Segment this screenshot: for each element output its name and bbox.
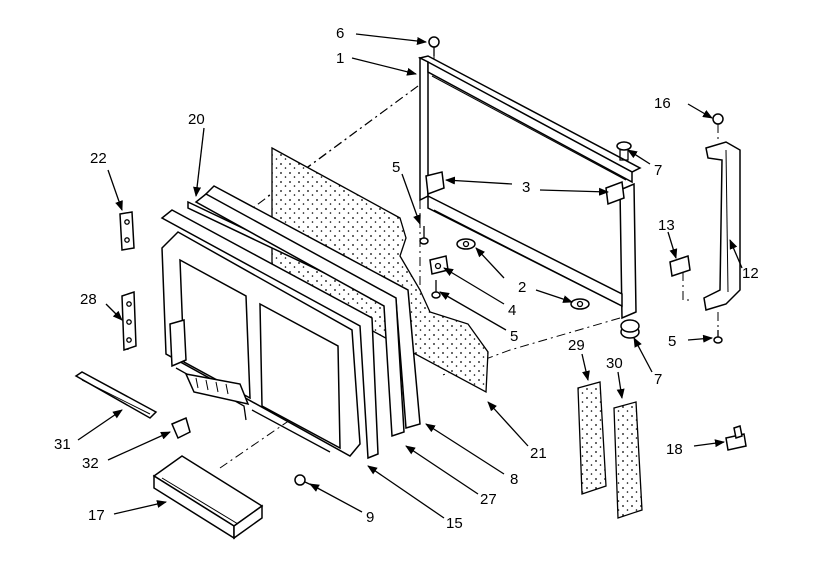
callout-32: 32 [82,455,99,472]
callout-labels: 1 2 3 4 5 5 5 6 7 7 8 9 12 13 15 16 17 1… [54,25,759,532]
callout-8: 8 [510,471,518,488]
plug-part-18 [725,425,747,451]
foam-block-part-29 [577,381,607,495]
screw-part-6 [428,36,440,56]
callout-7a: 7 [654,162,662,179]
callout-28: 28 [80,291,97,308]
callout-12: 12 [742,265,759,282]
callout-20: 20 [188,111,205,128]
handle-part-12 [703,141,741,311]
door-frames [160,185,421,460]
callout-6: 6 [336,25,344,42]
screw-part-16 [712,113,724,125]
callout-5a: 5 [392,159,400,176]
callout-15: 15 [446,515,463,532]
callout-7b: 7 [654,371,662,388]
callout-9: 9 [366,509,374,526]
callout-22: 22 [90,150,107,167]
callout-1: 1 [336,50,344,67]
clip-part-13 [669,255,691,277]
frame-part-1 [417,55,642,320]
pads-part-2 [456,238,590,310]
callout-16: 16 [654,95,671,112]
callout-13: 13 [658,217,675,234]
callout-31: 31 [54,436,71,453]
callout-5c: 5 [668,333,676,350]
bracket-part-4 [429,255,449,275]
callout-18: 18 [666,441,683,458]
callout-2: 2 [518,279,526,296]
bracket-part-28 [121,290,137,352]
leader-lines [77,33,743,519]
bracket-part-22 [119,211,135,251]
bin-part-17 [152,455,264,540]
callout-21: 21 [530,445,547,462]
callout-27: 27 [480,491,497,508]
rail-part-31 [74,371,158,419]
callout-29: 29 [568,337,585,354]
clip-part-32 [171,416,191,440]
callout-5b: 5 [510,328,518,345]
foam-block-part-30 [613,401,643,519]
callout-4: 4 [508,302,516,319]
door-liner [161,231,361,457]
callout-30: 30 [606,355,623,372]
callout-3: 3 [522,179,530,196]
callout-17: 17 [88,507,105,524]
hinge-brackets-part-3 [425,171,625,206]
